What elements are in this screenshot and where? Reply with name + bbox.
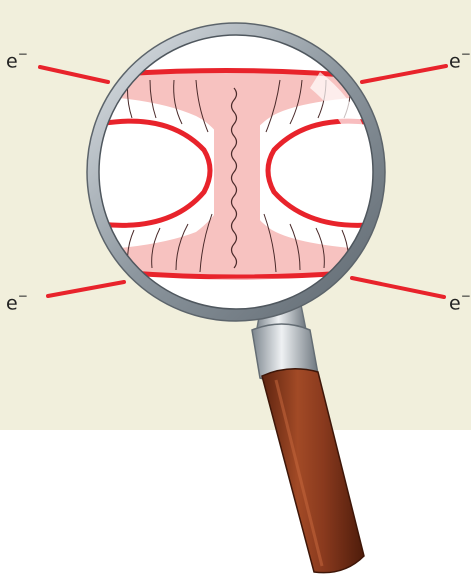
electron-label-bottom-right: e− xyxy=(449,292,471,313)
electron-label-top-right: e− xyxy=(449,50,471,71)
exchange-region xyxy=(214,110,260,238)
electron-label-bottom-left: e− xyxy=(6,292,28,313)
electron-label-top-left: e− xyxy=(6,50,28,71)
